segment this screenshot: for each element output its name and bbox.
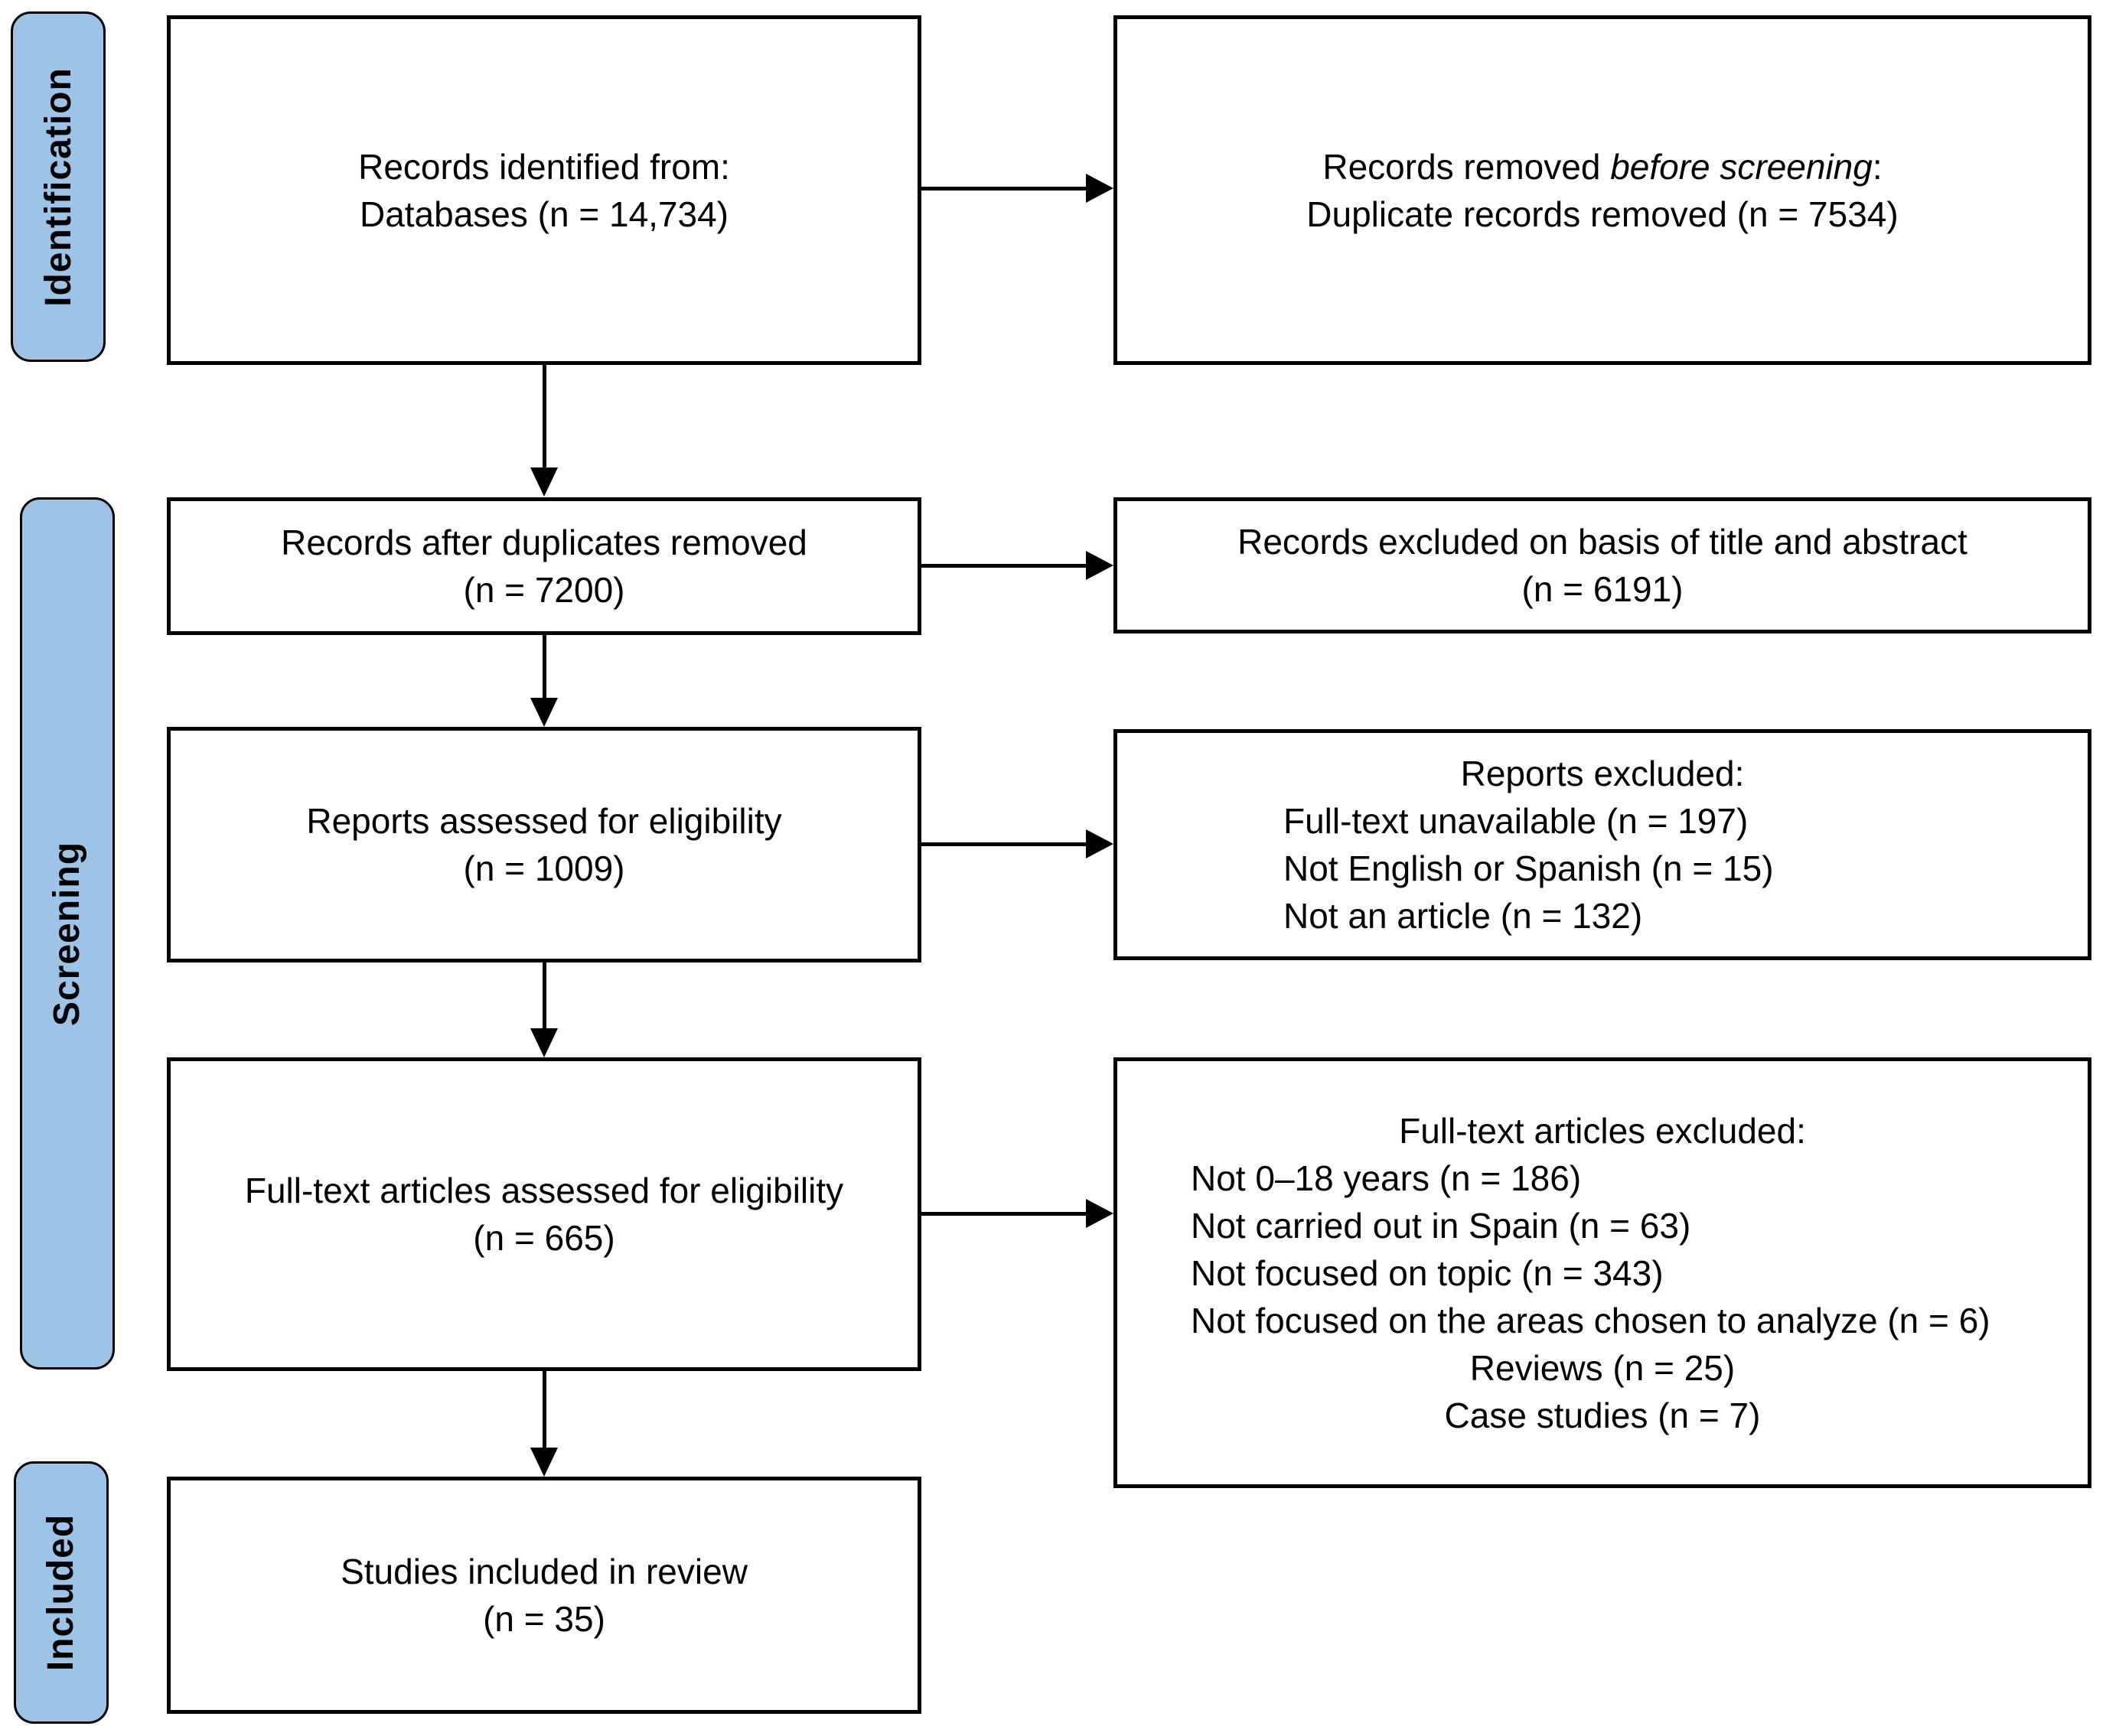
arrow-down-1-line xyxy=(543,365,546,467)
box-records-removed-before-screening: Records removed before screening: Duplic… xyxy=(1113,15,2091,365)
arrow-down-4-head xyxy=(530,1448,558,1477)
box-text-line: (n = 6191) xyxy=(1521,569,1684,609)
box-fulltext-excluded: Full-text articles excluded: Not 0–18 ye… xyxy=(1113,1057,2091,1488)
box-text-line: Records removed before screening: xyxy=(1117,143,2088,191)
box-text-line: (n = 665) xyxy=(473,1218,615,1258)
text-segment: : xyxy=(1872,146,1883,187)
arrow-down-3-line xyxy=(543,962,546,1028)
box-text-line: Reports assessed for eligibility xyxy=(306,801,782,841)
box-records-identified: Records identified from: Databases (n = … xyxy=(167,15,921,365)
arrow-down-4-line xyxy=(543,1371,546,1448)
arrow-down-1-head xyxy=(530,467,558,497)
box-reports-assessed: Reports assessed for eligibility (n = 10… xyxy=(167,727,921,962)
box-text-line: Records excluded on basis of title and a… xyxy=(1237,522,1967,562)
exclusion-reason: Case studies (n = 7) xyxy=(1444,1395,1761,1435)
box-text-line: Full-text articles assessed for eligibil… xyxy=(244,1171,844,1210)
exclusion-reason: Not 0–18 years (n = 186) xyxy=(1191,1158,1582,1198)
text-segment: Records removed xyxy=(1322,146,1611,187)
exclusion-reason: Not carried out in Spain (n = 63) xyxy=(1191,1205,1691,1246)
exclusion-reason: Not English or Spanish (n = 15) xyxy=(1283,848,1774,888)
box-fulltext-assessed: Full-text articles assessed for eligibil… xyxy=(167,1057,921,1371)
arrow-right-4-head xyxy=(1086,1199,1113,1228)
exclusion-reason: Not focused on the areas chosen to analy… xyxy=(1191,1300,1990,1340)
text-segment-italic: before screening xyxy=(1610,146,1873,187)
exclusion-reason: Full-text unavailable (n = 197) xyxy=(1283,801,1749,841)
exclusion-reason: Not an article (n = 132) xyxy=(1283,896,1643,936)
arrow-down-3-head xyxy=(530,1028,558,1057)
stage-label-included: Included xyxy=(41,1513,82,1672)
box-text-line: Duplicate records removed (n = 7534) xyxy=(1306,194,1899,234)
box-text-line: (n = 35) xyxy=(483,1599,605,1639)
arrow-right-1-head xyxy=(1086,174,1113,203)
stage-label-identification: Identification xyxy=(37,67,79,307)
stage-label-screening: Screening xyxy=(47,841,88,1026)
box-records-after-duplicates: Records after duplicates removed (n = 72… xyxy=(167,497,921,635)
box-studies-included: Studies included in review (n = 35) xyxy=(167,1477,921,1714)
box-text-line: Records after duplicates removed xyxy=(281,523,807,562)
box-text-line: (n = 7200) xyxy=(463,570,625,610)
stage-tab-screening: Screening xyxy=(20,497,115,1370)
arrow-down-2-line xyxy=(543,635,546,698)
arrow-right-2-line xyxy=(921,564,1087,568)
arrow-right-3-head xyxy=(1086,829,1113,858)
exclusion-reason: Reviews (n = 25) xyxy=(1469,1347,1736,1388)
stage-tab-included: Included xyxy=(14,1461,109,1724)
arrow-down-2-head xyxy=(530,698,558,727)
box-text-line: Databases (n = 14,734) xyxy=(359,194,729,234)
exclusion-heading: Full-text articles excluded: xyxy=(1399,1110,1806,1151)
box-text-line: (n = 1009) xyxy=(463,848,625,888)
arrow-right-2-head xyxy=(1086,551,1113,580)
box-reports-excluded: Reports excluded: Full-text unavailable … xyxy=(1113,729,2091,960)
arrow-right-4-line xyxy=(921,1212,1087,1216)
exclusion-heading: Reports excluded: xyxy=(1460,754,1745,793)
box-records-excluded-title-abstract: Records excluded on basis of title and a… xyxy=(1113,497,2091,633)
stage-tab-identification: Identification xyxy=(11,11,106,362)
box-text-line: Studies included in review xyxy=(341,1552,748,1591)
arrow-right-3-line xyxy=(921,842,1087,846)
arrow-right-1-line xyxy=(921,187,1087,191)
box-text-line: Records identified from: xyxy=(358,146,730,187)
exclusion-reason: Not focused on topic (n = 343) xyxy=(1191,1252,1664,1293)
